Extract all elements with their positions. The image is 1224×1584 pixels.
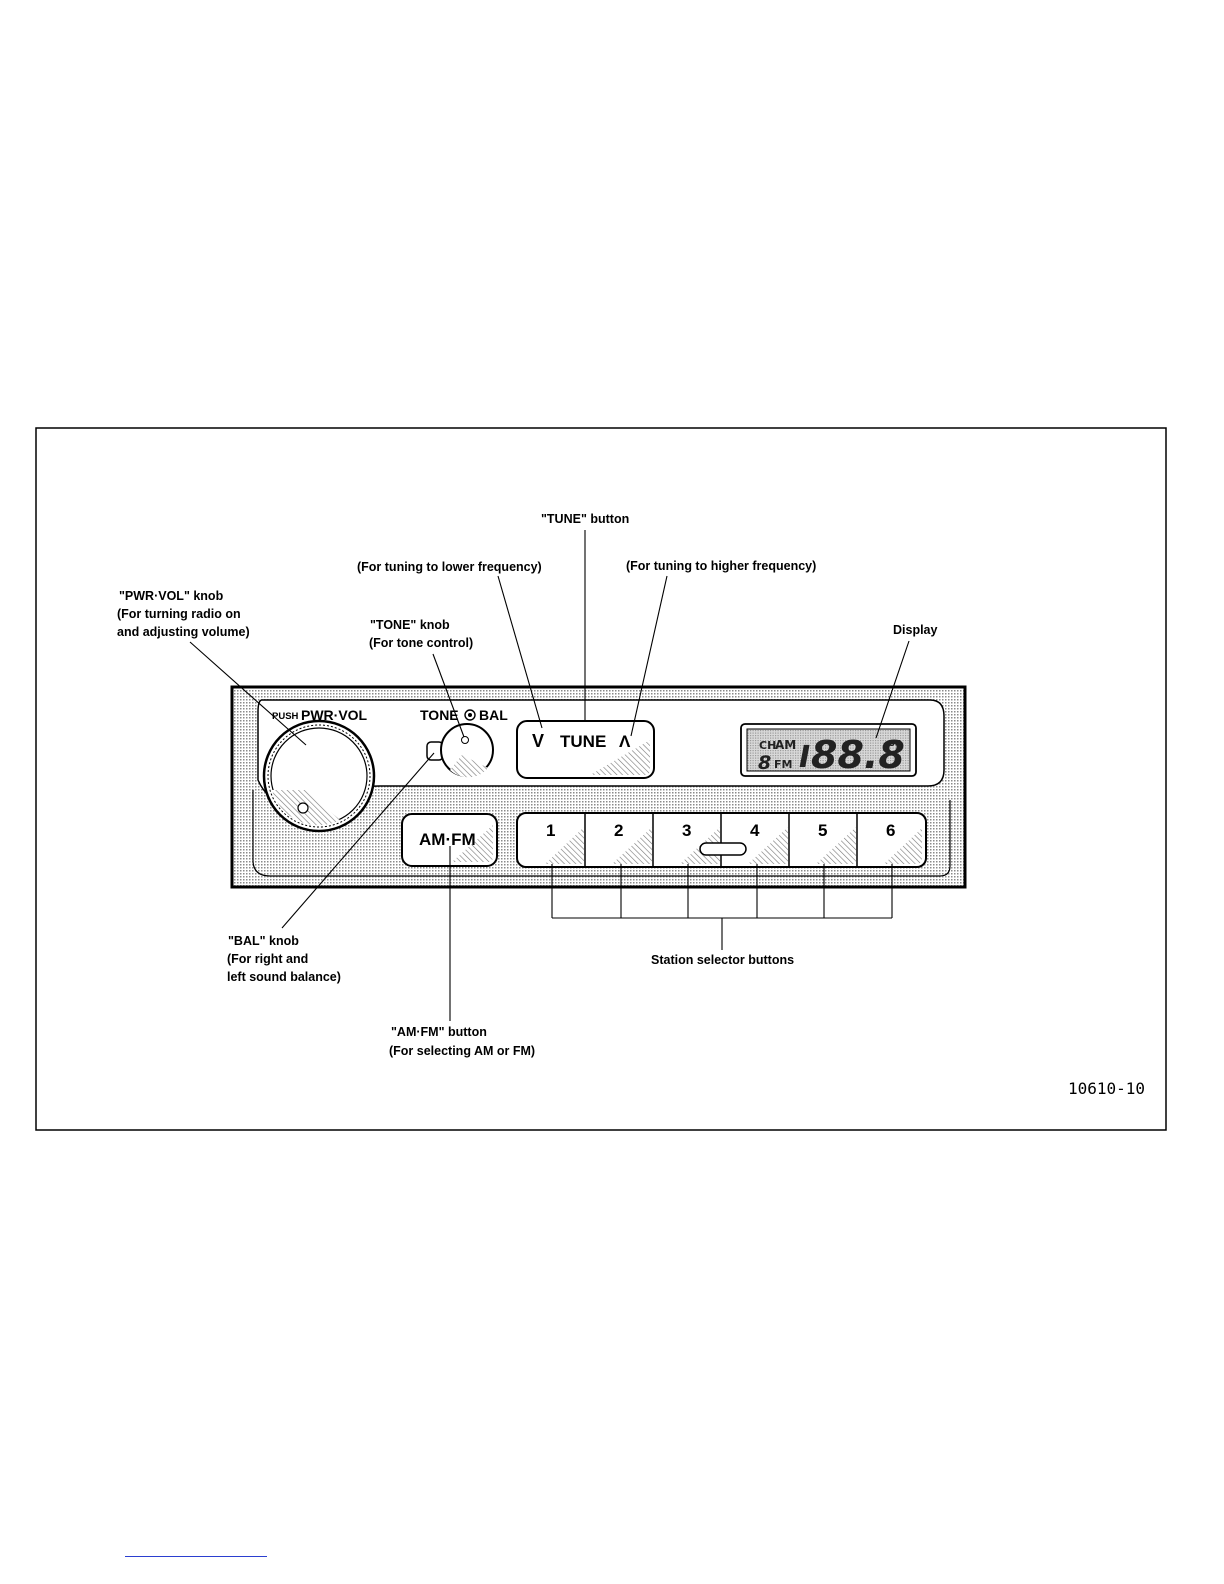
preset-label-4: 4 bbox=[750, 821, 760, 840]
radio-faceplate: PUSH PWR·VOL TONE BAL V TUNE bbox=[230, 685, 967, 889]
callout-amfm-line-1: "AM·FM" button bbox=[391, 1025, 487, 1039]
callout-tone-line-2: (For tone control) bbox=[369, 636, 473, 650]
amfm-label: AM·FM bbox=[419, 830, 476, 849]
preset-label-6: 6 bbox=[886, 821, 895, 840]
callout-pwr-vol-line-3: and adjusting volume) bbox=[117, 625, 250, 639]
preset-button-1[interactable]: 1 bbox=[545, 821, 584, 864]
callout-pwr-vol: "PWR·VOL" knob (For turning radio on and… bbox=[117, 589, 250, 639]
lcd-display: CH AM 8 FM I 88.8 ST bbox=[740, 723, 917, 777]
bal-label: BAL bbox=[479, 707, 508, 723]
faceplate-lower-inset bbox=[252, 790, 951, 877]
push-label: PUSH bbox=[272, 711, 299, 722]
tune-button[interactable]: V TUNE Λ bbox=[516, 720, 655, 779]
tune-down-icon[interactable]: V bbox=[532, 731, 544, 751]
callout-pwr-vol-line-2: (For turning radio on bbox=[117, 607, 241, 621]
preset-button-group: 1 2 3 4 5 bbox=[516, 812, 927, 868]
callout-station-selector: Station selector buttons bbox=[651, 953, 794, 967]
callout-pwr-vol-line-1: "PWR·VOL" knob bbox=[119, 589, 224, 603]
callout-tone: "TONE" knob (For tone control) bbox=[369, 618, 473, 650]
tone-bal-separator-icon bbox=[464, 709, 476, 721]
callout-display: Display bbox=[893, 623, 938, 637]
preset-button-4[interactable]: 4 bbox=[748, 821, 788, 864]
preset-button-2[interactable]: 2 bbox=[612, 821, 652, 864]
callout-tone-line-1: "TONE" knob bbox=[370, 618, 450, 632]
callout-bal-line-3: left sound balance) bbox=[227, 970, 341, 984]
lcd-am: AM bbox=[775, 738, 796, 752]
callout-bal-line-2: (For right and bbox=[227, 952, 308, 966]
figure-code: 10610-10 bbox=[1068, 1079, 1145, 1098]
callout-bal-line-1: "BAL" knob bbox=[228, 934, 299, 948]
lcd-ch: CH bbox=[759, 739, 776, 752]
preset-button-5[interactable]: 5 bbox=[816, 821, 856, 864]
pwr-vol-knob[interactable] bbox=[262, 719, 376, 833]
callout-bal: "BAL" knob (For right and left sound bal… bbox=[227, 934, 341, 984]
callout-tune-button: "TUNE" button bbox=[541, 512, 629, 526]
tune-up-icon[interactable]: Λ bbox=[619, 732, 631, 751]
lcd-stereo: ST bbox=[889, 739, 901, 748]
callout-amfm-line-2: (For selecting AM or FM) bbox=[389, 1044, 535, 1058]
callout-tune-lower: (For tuning to lower frequency) bbox=[357, 560, 542, 574]
lcd-frequency: 88.8 bbox=[811, 733, 905, 777]
preset-label-3: 3 bbox=[682, 821, 691, 840]
preset-label-2: 2 bbox=[614, 821, 623, 840]
tone-knob-marker bbox=[461, 736, 469, 744]
pwr-vol-label: PWR·VOL bbox=[301, 707, 368, 723]
tune-label: TUNE bbox=[560, 732, 606, 751]
preset-label-5: 5 bbox=[818, 821, 827, 840]
tone-label: TONE bbox=[420, 707, 459, 723]
figure-frame bbox=[35, 427, 1167, 1131]
lcd-preset-digit: 8 bbox=[758, 752, 771, 774]
pwr-vol-knob-marker bbox=[297, 802, 309, 814]
callout-amfm: "AM·FM" button (For selecting AM or FM) bbox=[389, 1025, 535, 1058]
tone-bal-knob[interactable] bbox=[426, 723, 494, 778]
callout-tune-higher: (For tuning to higher frequency) bbox=[626, 559, 816, 573]
footer-rule bbox=[125, 1556, 267, 1557]
lcd-one-digit: I bbox=[799, 740, 810, 775]
preset-label-1: 1 bbox=[546, 821, 555, 840]
preset-button-6[interactable]: 6 bbox=[884, 821, 922, 864]
lcd-fm: FM bbox=[774, 758, 792, 771]
leader-lines bbox=[189, 530, 910, 1021]
preset-center-slot bbox=[699, 842, 747, 856]
